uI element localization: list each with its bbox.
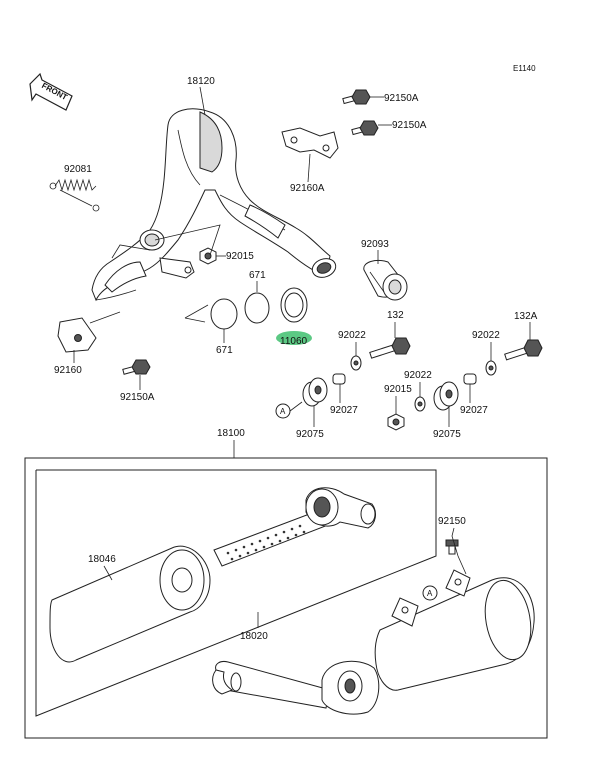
label-92022-left: 92022 [338, 330, 366, 341]
label-671-top: 671 [249, 270, 266, 281]
bolt-92150 [445, 539, 459, 555]
highlight-marker [276, 331, 312, 345]
label-92160A: 92160A [290, 183, 325, 194]
svg-text:A: A [280, 407, 286, 416]
svg-text:A: A [427, 589, 433, 598]
label-18100: 18100 [217, 428, 245, 439]
label-671-bottom: 671 [216, 345, 233, 356]
label-18020: 18020 [240, 631, 268, 642]
collar-92027-left [332, 373, 346, 385]
bracket-92160 [57, 317, 97, 353]
reference-a-lower: A [422, 585, 438, 601]
gasket-11060 [280, 287, 308, 323]
tail-pipe [212, 660, 380, 715]
label-92160: 92160 [54, 365, 82, 376]
label-92150A-upper: 92150A [384, 93, 419, 104]
o-ring-671-right [244, 292, 270, 324]
label-92027-left: 92027 [330, 405, 358, 416]
label-92015-middle: 92015 [384, 384, 412, 395]
label-92015-upper: 92015 [226, 251, 254, 262]
grommet-92075-left [302, 377, 328, 407]
nut-92015-upper [199, 247, 217, 265]
grommet-92093 [363, 259, 408, 301]
silencer-core-pipe [213, 487, 376, 567]
bolt-92150A-upper [342, 89, 371, 105]
reference-a-upper: A [275, 401, 303, 419]
spring-92081 [49, 178, 100, 212]
bolt-132 [369, 337, 411, 359]
o-ring-671-left [210, 298, 238, 330]
label-132: 132 [387, 310, 404, 321]
label-92027-right: 92027 [460, 405, 488, 416]
label-92093: 92093 [361, 239, 389, 250]
silencer-body [374, 569, 535, 691]
nut-92015-middle [387, 413, 405, 431]
bolt-92150A-middle [351, 120, 379, 136]
silencer-assembly-frame [24, 457, 548, 739]
bracket-92160A [281, 127, 339, 159]
label-18046: 18046 [88, 554, 116, 565]
bolt-132A [504, 339, 543, 361]
exhaust-pipe-18120 [91, 108, 337, 302]
diagram-code: E1140 [513, 64, 536, 73]
label-92075-right: 92075 [433, 429, 461, 440]
bolt-92150A-lower [122, 359, 151, 375]
label-92150A-middle: 92150A [392, 120, 427, 131]
label-92081: 92081 [64, 164, 92, 175]
label-92150A-lower: 92150A [120, 392, 155, 403]
label-92075-left: 92075 [296, 429, 324, 440]
label-92022-right: 92022 [472, 330, 500, 341]
silencer-packing-18046 [49, 545, 211, 663]
label-92022-middle: 92022 [404, 370, 432, 381]
label-18120: 18120 [187, 76, 215, 87]
collar-92027-right [463, 373, 477, 385]
front-arrow-icon: FRONT [29, 72, 73, 111]
label-92150: 92150 [438, 516, 466, 527]
grommet-92075-right [433, 381, 459, 411]
label-11060: 11060 [280, 336, 308, 347]
label-132A: 132A [514, 311, 538, 322]
